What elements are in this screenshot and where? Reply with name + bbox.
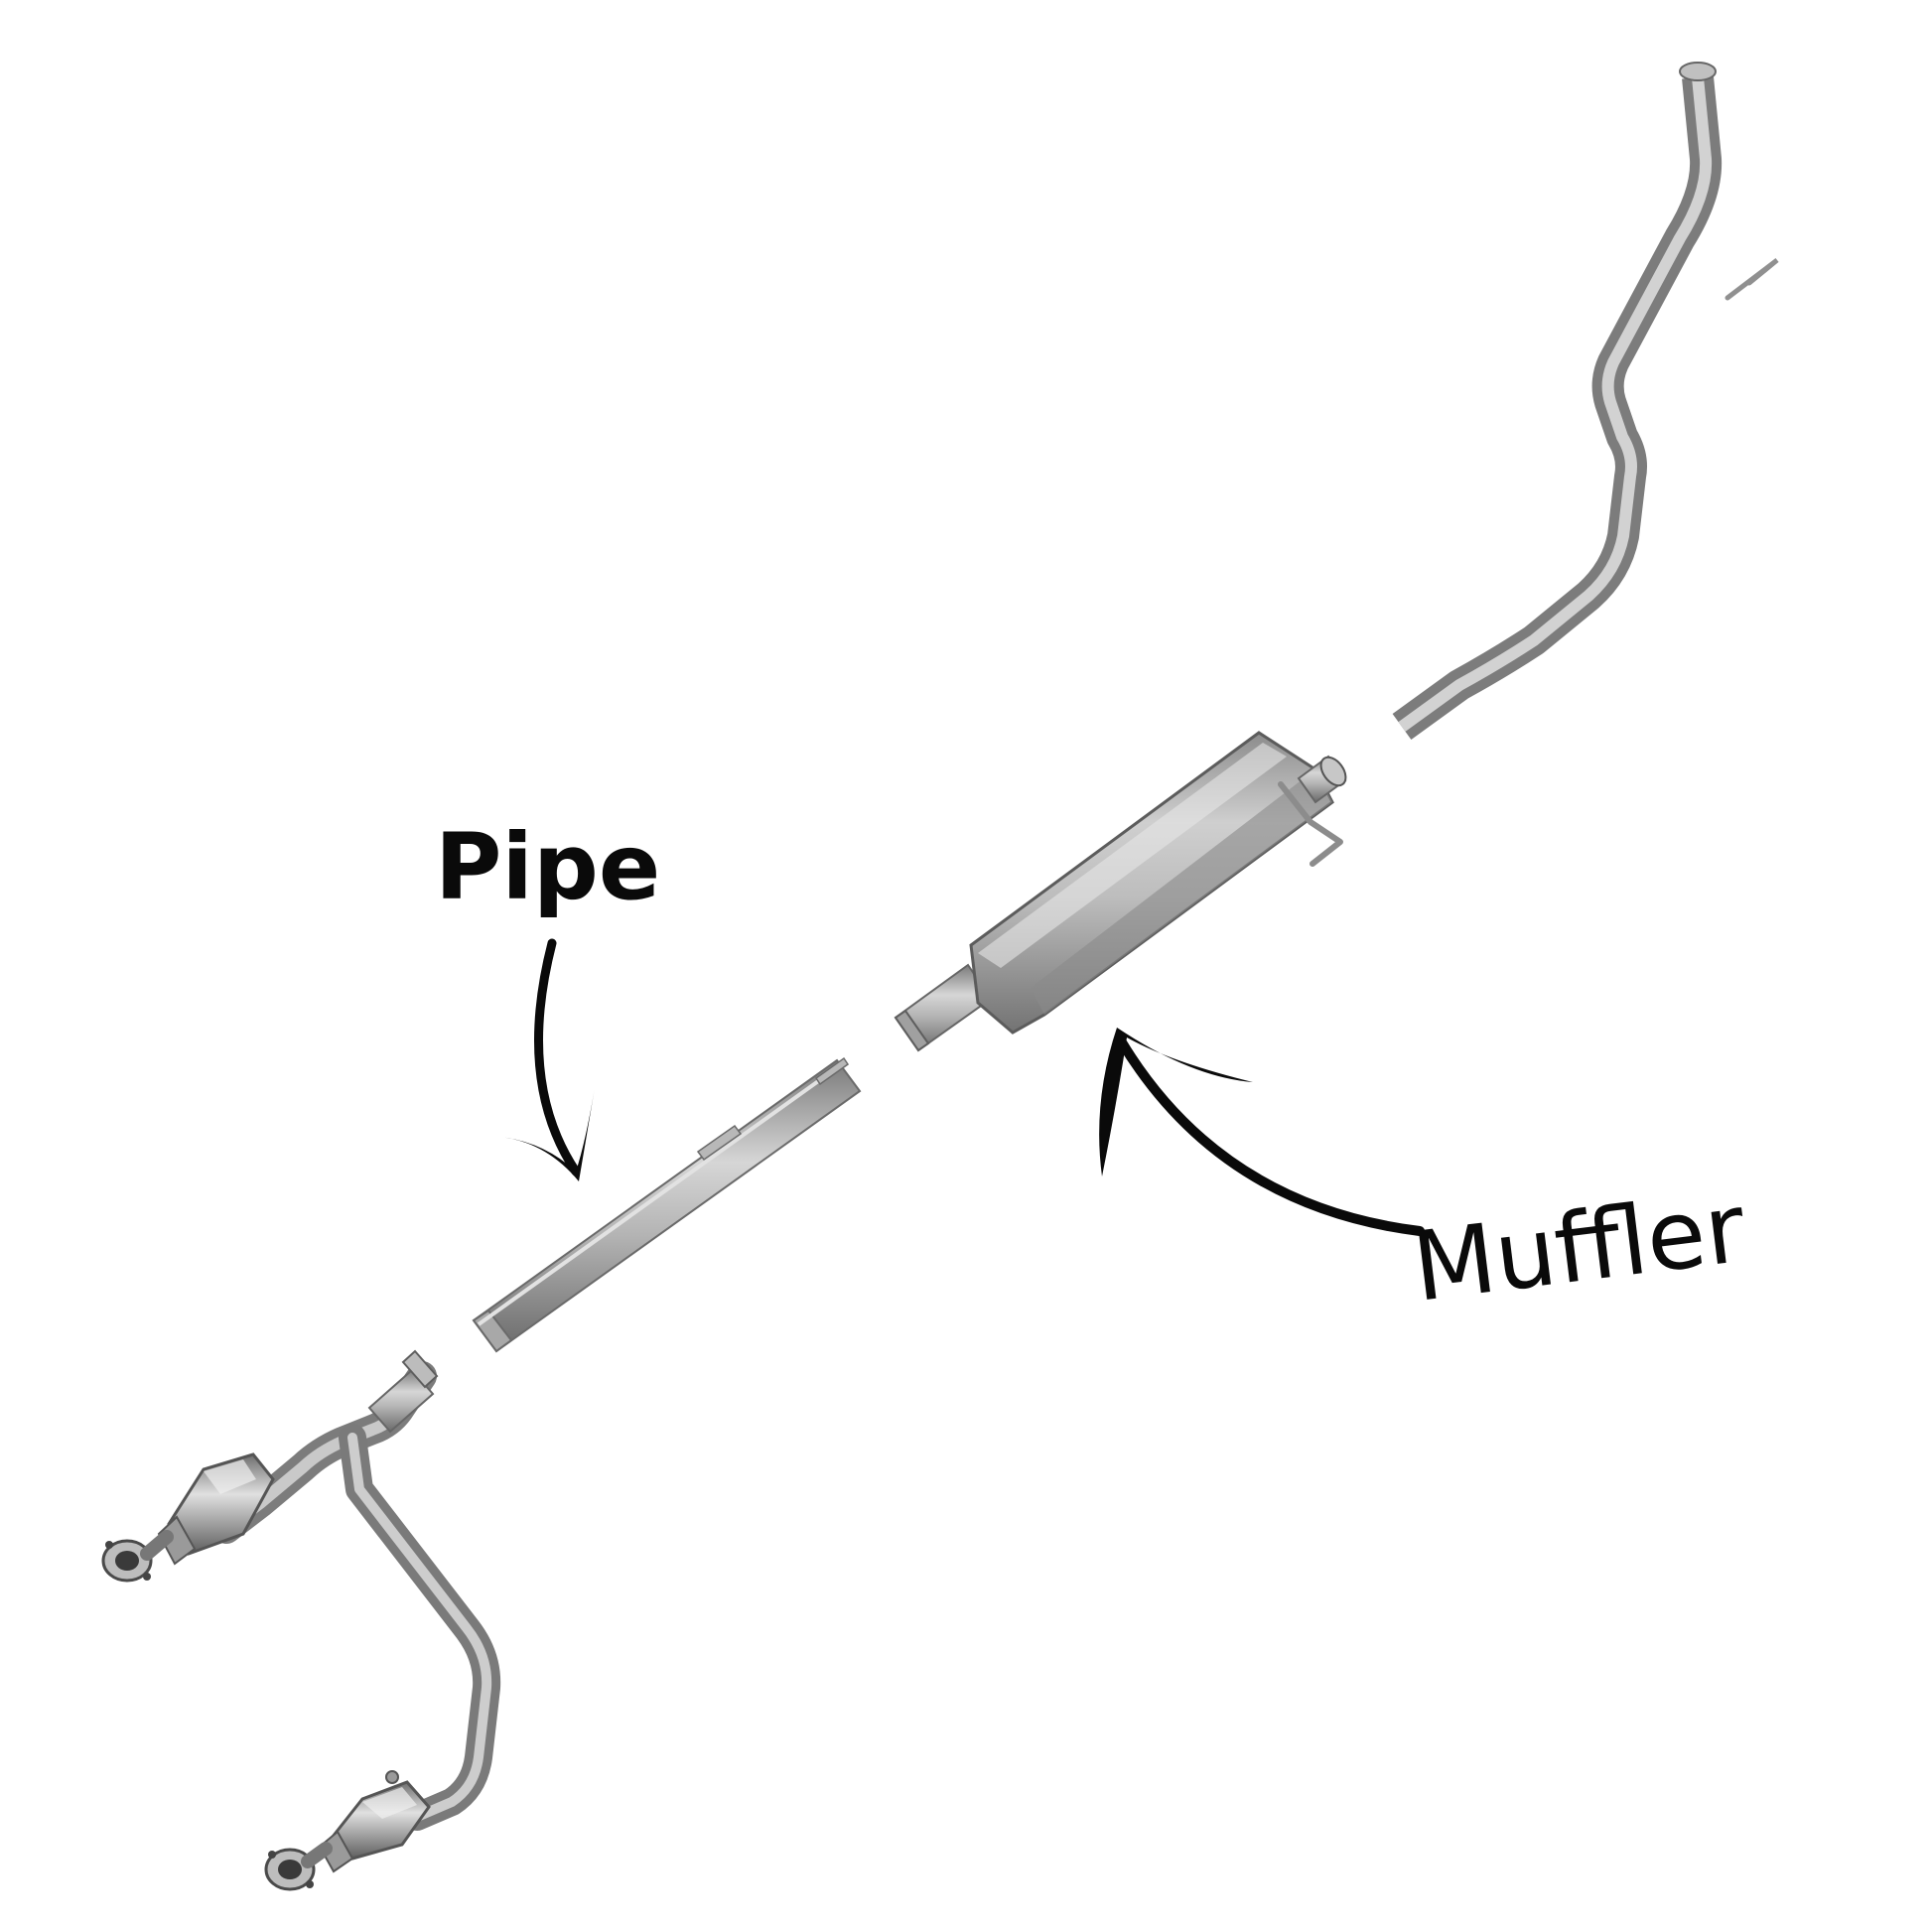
muffler-outlet-stub: [1297, 755, 1347, 804]
lower-catalytic-converter: [318, 1770, 431, 1873]
y-pipe-outlet-stub: [367, 1349, 439, 1434]
muffler-body: [969, 731, 1334, 1035]
pipe-hanger-bracket: [696, 1056, 850, 1162]
muffler: [894, 731, 1347, 1052]
intermediate-pipe: [472, 1056, 862, 1353]
upper-flange: [101, 1530, 174, 1583]
pipe-arrow: [499, 938, 596, 1181]
muffler-label: Muffler: [1407, 1173, 1751, 1323]
tailpipe-tip: [1679, 62, 1717, 81]
tailpipe-hanger: [1725, 258, 1779, 301]
pipe-label: Pipe: [435, 814, 660, 920]
lower-flange: [264, 1842, 333, 1891]
muffler-arrow: [1099, 1028, 1425, 1236]
tailpipe: [1392, 62, 1779, 740]
muffler-hanger-rod: [1278, 781, 1343, 867]
y-pipe-assembly: [101, 1349, 501, 1891]
upper-catalytic-converter: [157, 1452, 275, 1566]
